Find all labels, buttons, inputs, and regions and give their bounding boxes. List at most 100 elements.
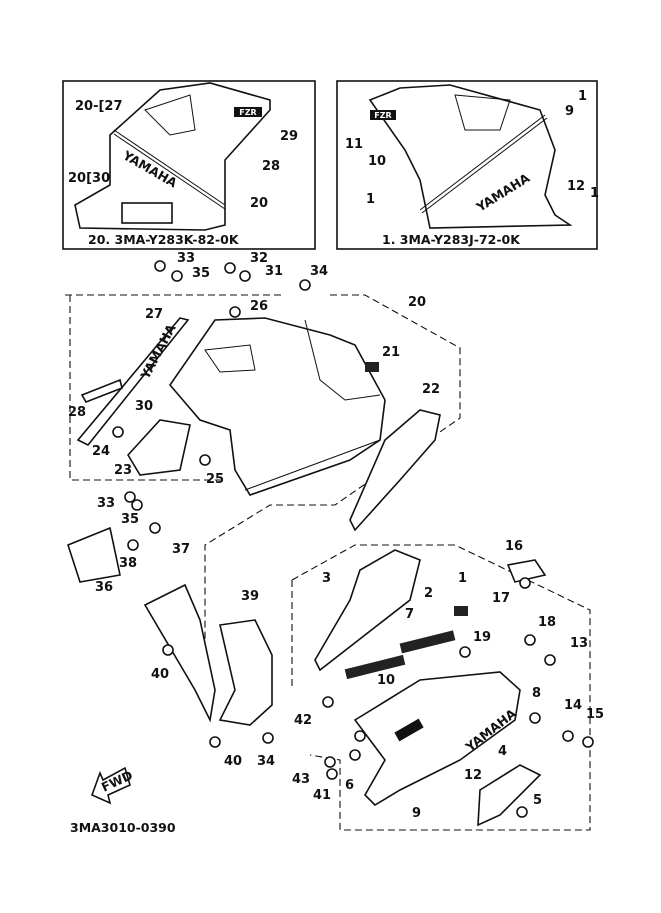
strip-7b: [399, 630, 456, 654]
callout-label: 5: [533, 793, 542, 808]
callout-label: 2: [424, 586, 433, 601]
side-panel-22: [349, 409, 441, 532]
callout-label: 15: [586, 707, 604, 722]
callout-label: 11: [345, 137, 363, 152]
fastener: [209, 736, 221, 748]
callout-label: 1: [578, 89, 587, 104]
callout-label: 26: [250, 299, 268, 314]
callout-label: 20-[27: [75, 99, 123, 114]
callout-label: 1: [458, 571, 467, 586]
callout-label: 34: [310, 264, 328, 279]
fastener: [519, 577, 531, 589]
fasteners: [112, 260, 594, 818]
callout-label: 38: [119, 556, 137, 571]
callout-label: 42: [294, 713, 312, 728]
callout-label: 40: [151, 667, 169, 682]
fastener: [324, 756, 336, 768]
inset-right-fairing: YAMAHA FZR: [368, 84, 573, 229]
callout-label: 32: [250, 251, 268, 266]
fastener: [322, 696, 334, 708]
callout-label: 6: [345, 778, 354, 793]
fastener: [171, 270, 183, 282]
inset-right-caption: 1. 3MA-Y283J-72-0K: [382, 232, 521, 247]
fastener: [459, 646, 471, 658]
callout-label: 23: [114, 463, 132, 478]
fzr-badge-text: FZR: [374, 111, 391, 120]
callout-label: 24: [92, 444, 110, 459]
callout-label: 4: [498, 744, 507, 759]
inset-left-fairing: YAMAHA FZR: [74, 82, 271, 231]
diagram-code: 3MA3010-0390: [70, 820, 176, 835]
callout-label: 35: [192, 266, 210, 281]
callout-label: 18: [538, 615, 556, 630]
pad-2: [454, 606, 468, 616]
callout-label: 43: [292, 772, 310, 787]
callout-label: 13: [570, 636, 588, 651]
fastener: [127, 539, 139, 551]
callout-label: 36: [95, 580, 113, 595]
callout-label: 10: [368, 154, 386, 169]
fzr-badge: [370, 110, 396, 120]
callout-label: 27: [145, 307, 163, 322]
callout-label: 1: [590, 186, 599, 201]
callout-label: 30: [135, 399, 153, 414]
callout-label: 25: [206, 472, 224, 487]
callout-label: 28: [262, 159, 280, 174]
fastener: [262, 732, 274, 744]
fzr-badge-text: FZR: [239, 108, 256, 117]
fzr-badge: [394, 718, 424, 742]
bracket-16: [506, 559, 547, 583]
fastener: [562, 730, 574, 742]
inner-panel-left: [143, 583, 216, 723]
callout-label: 21: [382, 345, 400, 360]
fastener: [229, 306, 241, 318]
callout-label: 35: [121, 512, 139, 527]
cover-4: [477, 764, 542, 827]
fastener: [224, 262, 236, 274]
svg-text:YAMAHA: YAMAHA: [137, 321, 179, 382]
callout-label: 12: [464, 768, 482, 783]
callout-label: 39: [241, 589, 259, 604]
inset-box-left: [62, 80, 316, 250]
callout-label: 20: [250, 196, 268, 211]
callout-label: 41: [313, 788, 331, 803]
fastener: [299, 279, 311, 291]
callout-label: 14: [564, 698, 582, 713]
fastener: [112, 426, 124, 438]
fastener: [529, 712, 541, 724]
callout-label: 20[30: [68, 171, 110, 186]
fastener: [162, 644, 174, 656]
fastener: [154, 260, 166, 272]
callout-label: 9: [565, 104, 574, 119]
callout-label: 12: [567, 179, 585, 194]
callout-label: 33: [177, 251, 195, 266]
bracket-23: [127, 419, 191, 476]
callout-label: 7: [405, 607, 414, 622]
callout-label: 16: [505, 539, 523, 554]
callout-label: 29: [280, 129, 298, 144]
fastener: [582, 736, 594, 748]
callout-label: 3: [322, 571, 331, 586]
callout-label: 1: [366, 192, 375, 207]
side-panel-3: [314, 549, 421, 672]
fwd-arrow-icon: FWD: [90, 766, 135, 805]
fastener: [544, 654, 556, 666]
callout-label: 40: [224, 754, 242, 769]
inner-panel-39: [218, 619, 273, 726]
fastener: [326, 768, 338, 780]
group-outline-1: [291, 544, 591, 831]
callout-label: 33: [97, 496, 115, 511]
strip-7a: [344, 654, 406, 680]
callout-label: 19: [473, 630, 491, 645]
fastener: [199, 454, 211, 466]
pad-21: [365, 362, 379, 372]
fastener: [349, 749, 361, 761]
grille-36: [67, 526, 121, 583]
callout-label: 37: [172, 542, 190, 557]
callout-label: 9: [412, 806, 421, 821]
fastener: [354, 730, 366, 742]
upper-fairing-20: [168, 317, 386, 496]
callout-label: 31: [265, 264, 283, 279]
callout-label: 17: [492, 591, 510, 606]
